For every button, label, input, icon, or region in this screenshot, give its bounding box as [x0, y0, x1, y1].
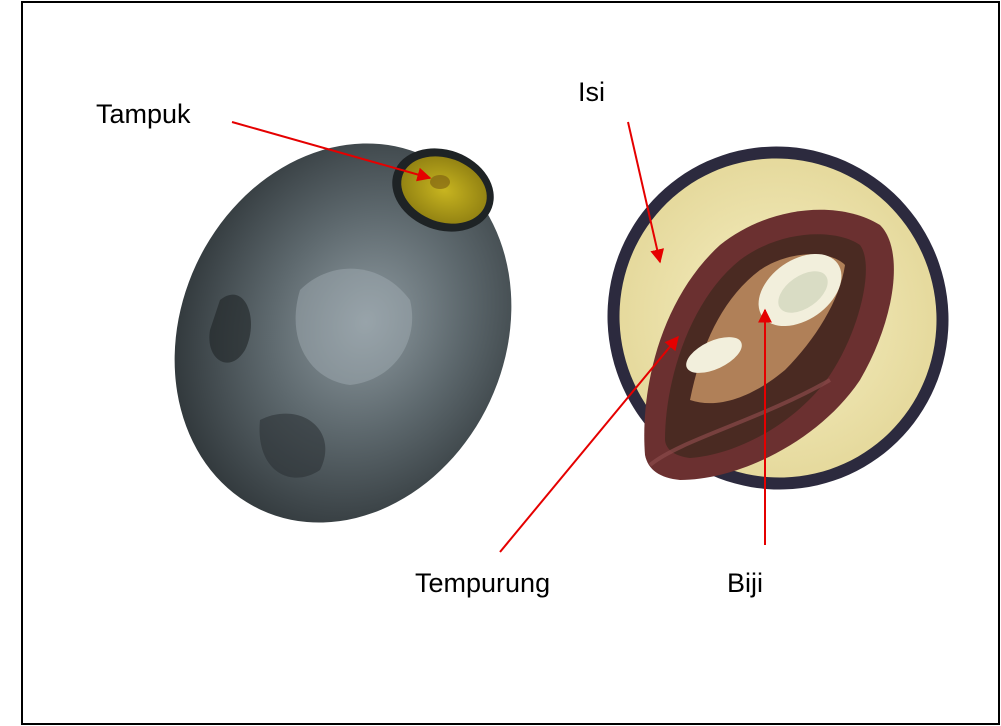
whole-olive-fruit-illustration — [114, 88, 572, 578]
cut-olive-fruit-illustration — [545, 84, 1001, 552]
label-tampuk: Tampuk — [96, 99, 191, 129]
whole-fruit-calyx-spot — [430, 175, 450, 189]
label-isi: Isi — [578, 77, 605, 107]
label-tempurung: Tempurung — [415, 568, 550, 598]
label-biji: Biji — [727, 568, 763, 598]
